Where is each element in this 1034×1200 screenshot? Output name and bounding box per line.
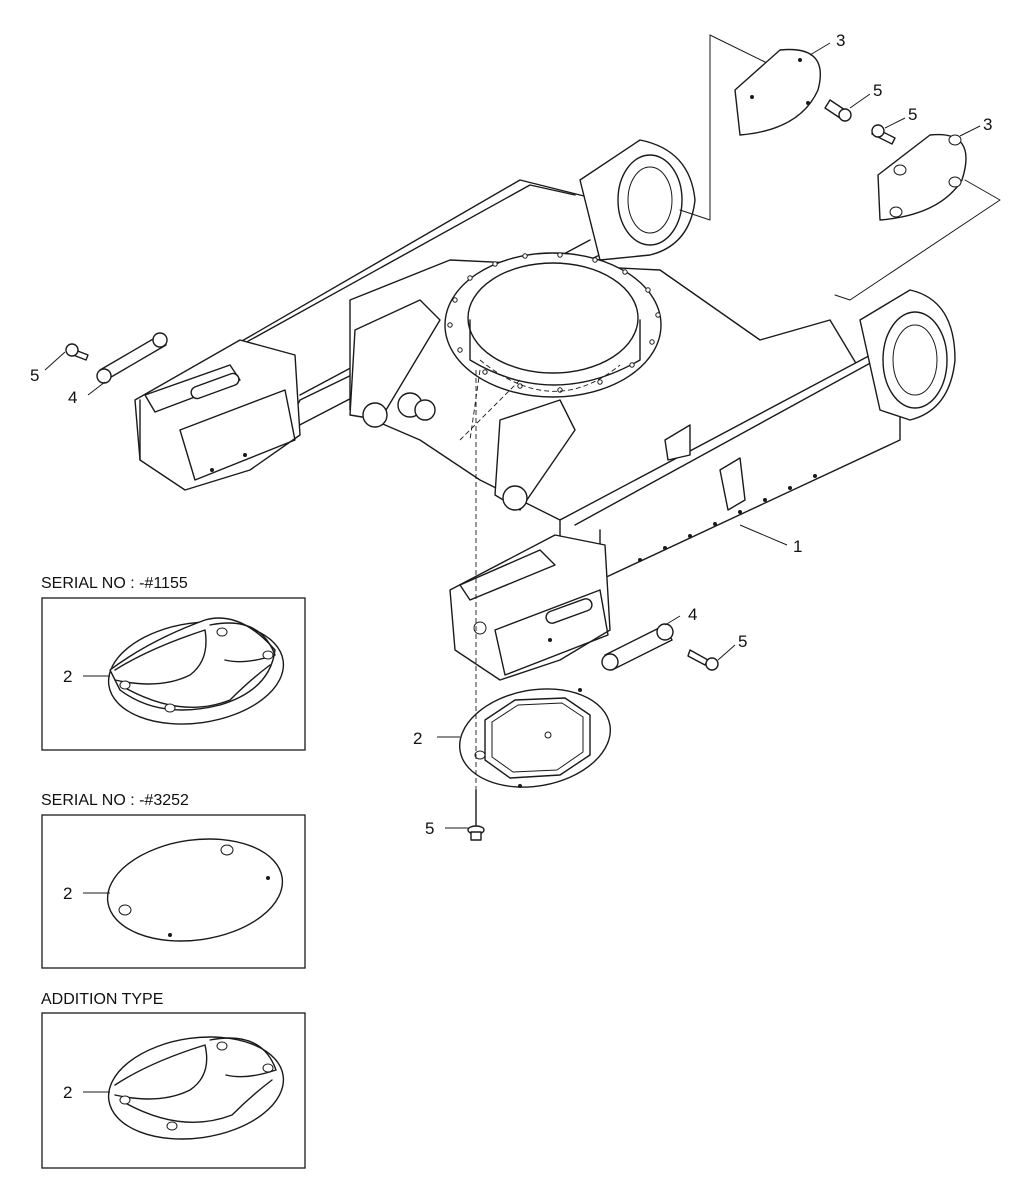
leader-lines: [44, 42, 981, 1093]
callout-variant-1: 2: [63, 667, 72, 686]
bolt-icon: [65, 343, 89, 361]
callout-bolt-top-1: 5: [873, 81, 882, 100]
cover-plate-main: [458, 688, 612, 788]
callout-link-left: 4: [68, 388, 77, 407]
variant-title-addition-type: ADDITION TYPE: [41, 991, 164, 1008]
callout-cover-plate: 2: [413, 729, 422, 748]
link-bar-right: [601, 623, 674, 671]
callout-link-right: 4: [688, 605, 697, 624]
callout-variant-3: 2: [63, 1083, 72, 1102]
bolt-icon: [824, 99, 852, 122]
side-cover-upper: [679, 34, 822, 221]
callout-bolt-left: 5: [30, 366, 39, 385]
variant-title-serial-1155: SERIAL NO : -#1155: [41, 575, 188, 592]
variant-box-1: [41, 597, 306, 751]
variant-box-3: [41, 1012, 306, 1169]
callout-bolt-bottom: 5: [425, 819, 434, 838]
bolt-icon: [871, 124, 896, 145]
frame-beam-holes: [638, 474, 817, 562]
side-cover-lower: [834, 133, 1001, 301]
swing-bearing-bolt-holes: [447, 252, 661, 393]
link-bar-left: [96, 332, 168, 384]
callout-bolt-top-2: 5: [908, 105, 917, 124]
bolt-icon: [687, 649, 719, 671]
variant-box-2: [41, 814, 306, 969]
callout-side-cover-upper: 3: [836, 31, 845, 50]
callout-variant-2: 2: [63, 884, 72, 903]
track-frame-assembly: [134, 139, 956, 681]
variant-title-serial-3252: SERIAL NO : -#3252: [41, 792, 189, 809]
callout-side-cover-lower: 3: [983, 115, 992, 134]
bolt-icon: [467, 789, 485, 841]
callout-bolt-right: 5: [738, 632, 747, 651]
callout-frame: 1: [793, 537, 802, 556]
